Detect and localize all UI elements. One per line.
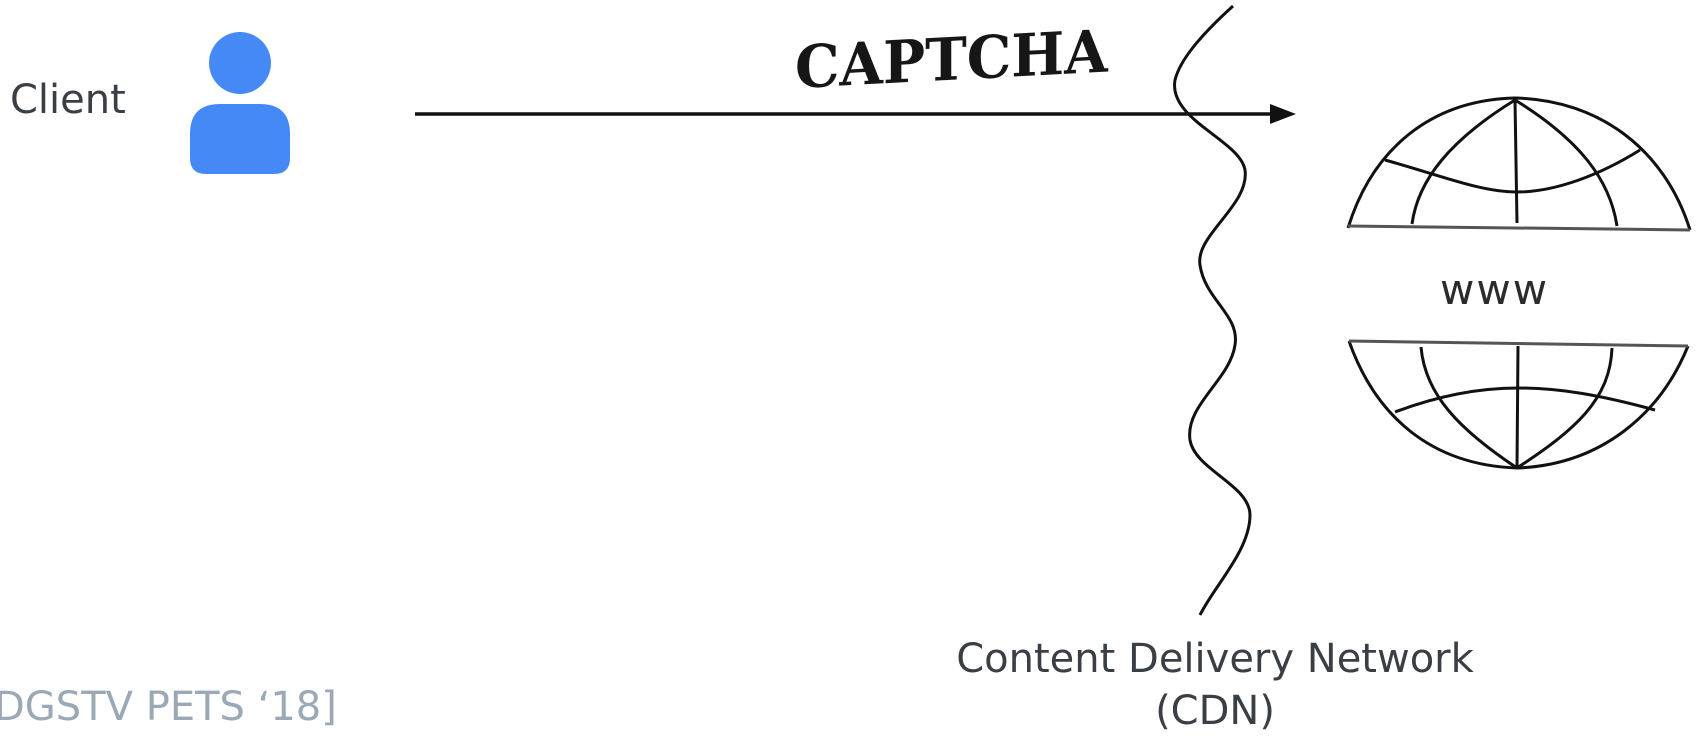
request-arrow: [415, 104, 1296, 124]
globe-icon: [1346, 96, 1692, 470]
captcha-text: CAPTCHA: [795, 16, 1109, 102]
captcha-image: CAPTCHA: [795, 16, 1109, 102]
citation-label: DGSTV PETS ‘18]: [0, 684, 337, 730]
cdn-label-line2: (CDN): [1155, 688, 1275, 734]
client-label: Client: [10, 77, 126, 123]
user-icon: [190, 32, 290, 174]
www-label: www: [1440, 265, 1549, 314]
cdn-boundary-line: [1173, 4, 1252, 616]
cdn-label-line1: Content Delivery Network: [956, 636, 1474, 682]
cdn-label: Content Delivery Network (CDN): [910, 633, 1520, 737]
